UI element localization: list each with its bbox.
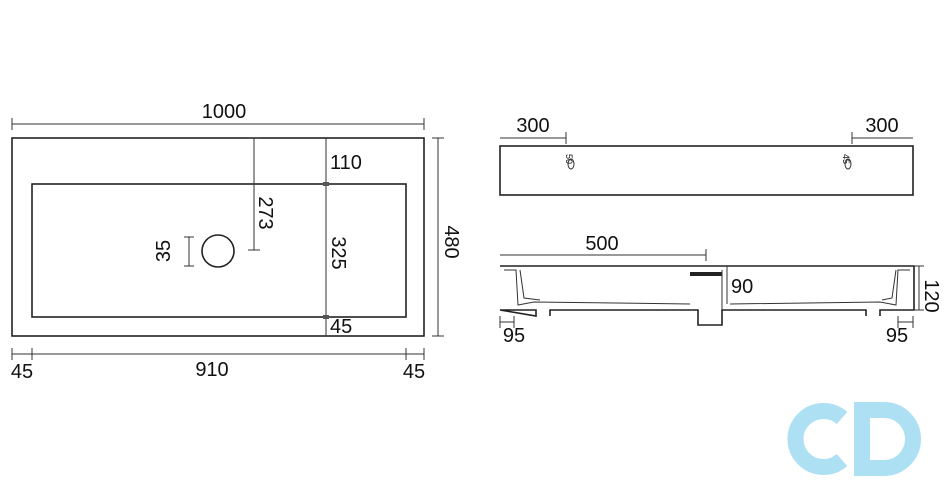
right-tap-hole xyxy=(844,158,852,170)
basin-depth-label: 325 xyxy=(327,236,349,269)
drain-offset-label: 273 xyxy=(254,196,276,229)
right-wall-label: 95 xyxy=(886,325,908,347)
left-margin-label: 45 xyxy=(11,361,33,383)
front-view-outline xyxy=(499,145,914,196)
top-view-outline xyxy=(11,137,425,337)
basin-outline xyxy=(31,183,407,318)
basin-height-label: 90 xyxy=(731,276,753,298)
overall-width-label: 1000 xyxy=(202,101,247,123)
drain-position-label: 500 xyxy=(585,233,618,255)
overflow-slot xyxy=(690,272,722,276)
overall-depth-label: 480 xyxy=(440,225,462,258)
right-tap-hole-label: 45 xyxy=(841,154,851,164)
overall-height-label: 120 xyxy=(920,279,942,312)
left-tap-hole xyxy=(567,158,575,170)
front-view: 300 300 50 45 xyxy=(499,115,914,196)
drain-diameter-label: 35 xyxy=(153,240,175,262)
left-tap-offset-label: 300 xyxy=(516,115,549,137)
drain-hole xyxy=(201,234,235,268)
right-tap-offset-label: 300 xyxy=(865,115,898,137)
front-margin-label: 45 xyxy=(330,316,352,338)
top-view: 1000 480 110 325 45 273 35 45 910 45 xyxy=(11,101,462,383)
back-margin-label: 110 xyxy=(330,152,362,174)
logo-watermark-icon xyxy=(787,402,921,476)
basin-width-label: 910 xyxy=(195,359,228,381)
left-wall-label: 95 xyxy=(503,325,525,347)
left-tap-hole-label: 50 xyxy=(564,154,574,164)
section-view: 500 90 120 95 95 xyxy=(499,233,942,347)
right-margin-label: 45 xyxy=(403,361,425,383)
